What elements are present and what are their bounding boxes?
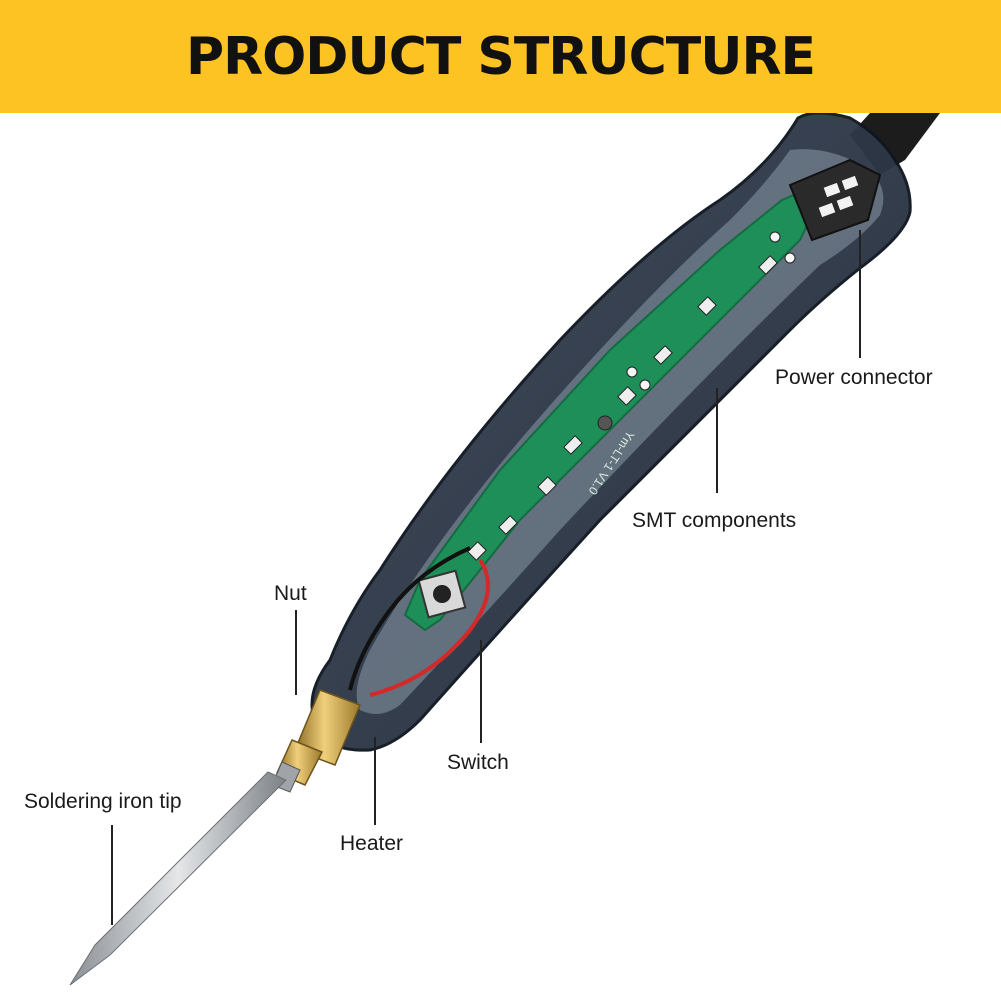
leader-nut [295, 610, 297, 695]
label-smt-components: SMT components [632, 509, 797, 532]
circuit-board [403, 188, 814, 632]
black-wire [348, 546, 471, 691]
page-title: PRODUCT STRUCTURE [185, 26, 816, 87]
leader-smt-components [716, 388, 718, 493]
red-wire [369, 558, 490, 697]
leader-soldering-iron-tip [111, 825, 113, 925]
label-switch: Switch [447, 751, 509, 774]
leader-switch [480, 640, 482, 743]
label-nut: Nut [274, 582, 307, 605]
power-connector-part [788, 158, 882, 242]
smt-components-part [467, 231, 796, 561]
title-banner: PRODUCT STRUCTURE [0, 0, 1001, 113]
label-power-connector: Power connector [775, 366, 933, 389]
soldering-iron-illustration: Ym-LT-1 V1.0 [69, 113, 940, 986]
switch-part [417, 569, 467, 619]
leader-heater [374, 737, 376, 825]
label-soldering-iron-tip: Soldering iron tip [24, 790, 182, 813]
label-heater: Heater [340, 832, 404, 855]
housing-window [356, 149, 884, 714]
tip-part [69, 771, 287, 986]
leader-power-connector [859, 230, 861, 358]
